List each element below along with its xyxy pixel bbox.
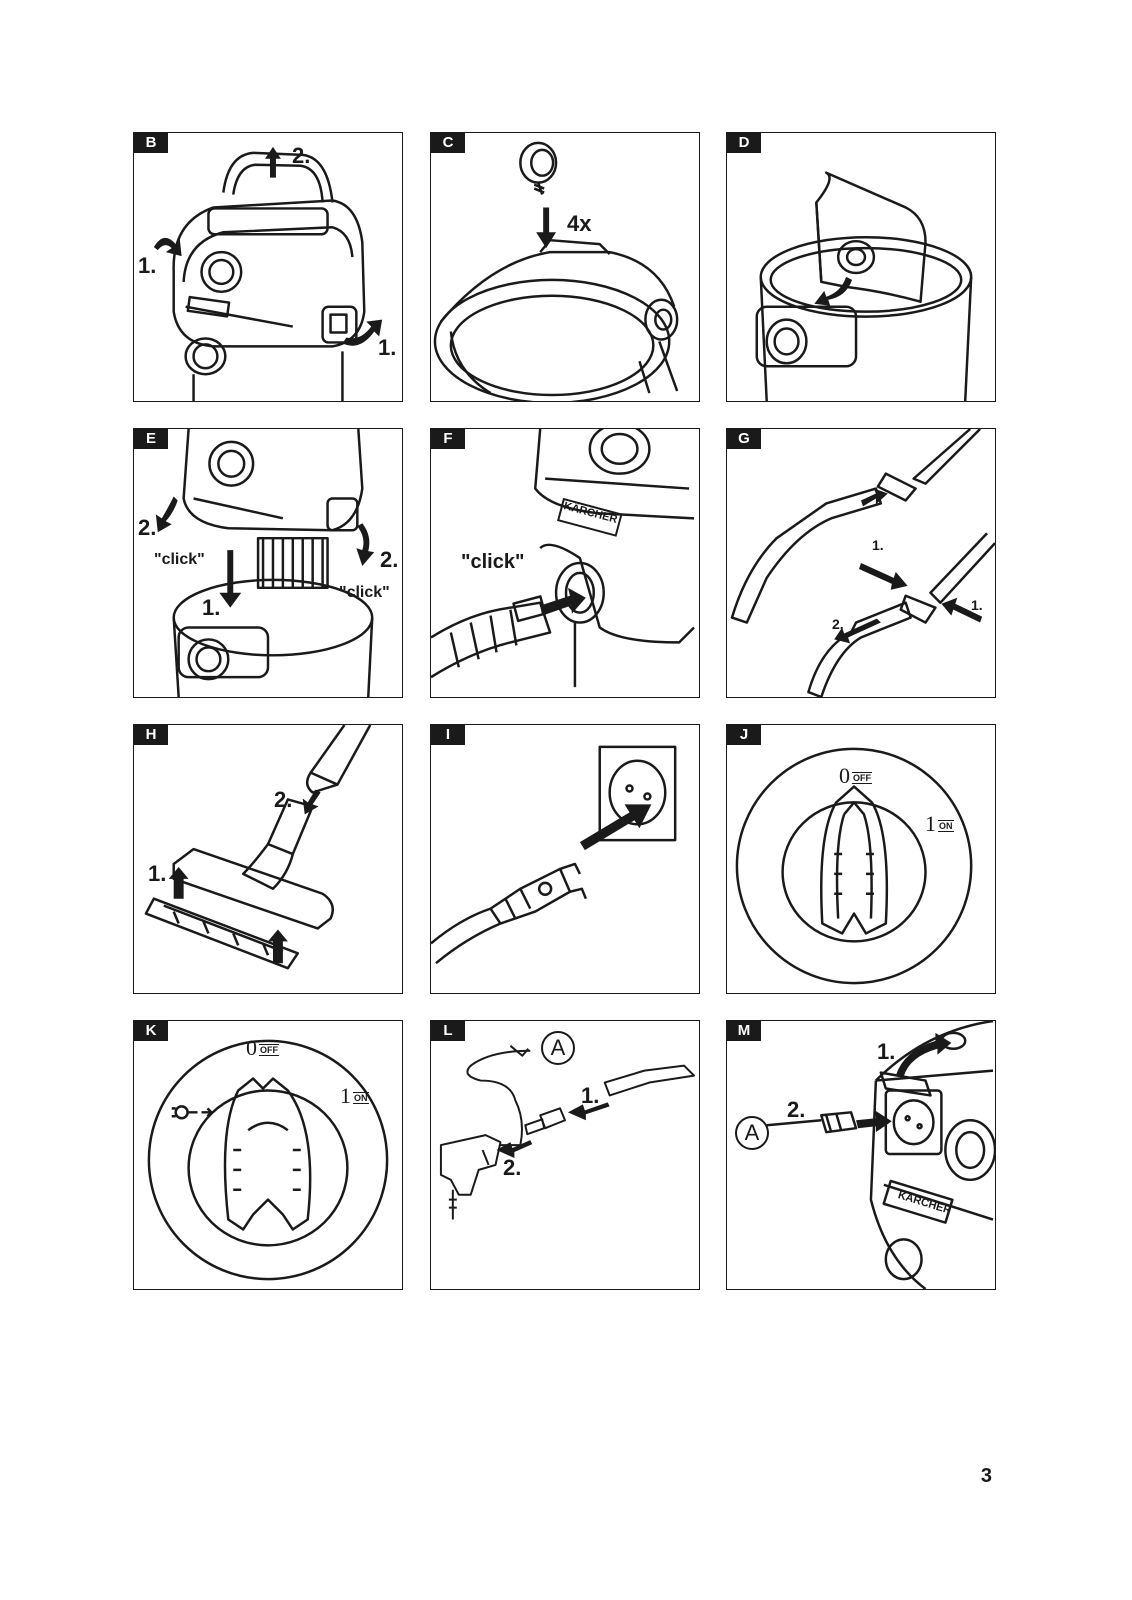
step-1-label: 1.	[581, 1083, 600, 1108]
off-text: OFF	[852, 771, 872, 784]
panel-i-tag: I	[431, 725, 465, 745]
step-1-label: 1.	[148, 861, 167, 886]
vacuum-lid-illustration	[153, 146, 383, 401]
cartridge-filter-illustration	[155, 429, 375, 697]
panel-e-tag: E	[134, 429, 168, 449]
step-2-label: 2.	[832, 616, 844, 632]
panel-f: F KÄRCHER "click"	[430, 428, 700, 698]
off-number: 0	[246, 1035, 257, 1060]
count-label: 4x	[567, 211, 592, 236]
on-text: ON	[353, 1091, 369, 1104]
step-2-label: 2.	[292, 143, 311, 168]
on-number: 1	[925, 811, 936, 836]
hose-connect-illustration	[431, 429, 695, 688]
panel-m-tag: M	[727, 1021, 761, 1041]
step-1-label: 1.	[877, 1039, 896, 1064]
power-switch-dial-socket-illustration	[147, 1039, 389, 1281]
step-2-label: 2.	[380, 547, 399, 572]
step-1-label: 1.	[378, 335, 397, 360]
off-number: 0	[839, 763, 850, 788]
panel-j-tag: J	[727, 725, 761, 745]
step-2-label: 2.	[787, 1097, 806, 1122]
device-socket-illustration	[766, 1021, 995, 1289]
step-2-label: 2.	[274, 787, 293, 812]
panel-b: B 2. 1. 1.	[133, 132, 403, 402]
on-text: ON	[938, 819, 954, 832]
panel-g: G 1. 1. 2.	[726, 428, 996, 698]
on-number: 1	[340, 1083, 351, 1108]
step-2-label: 2.	[138, 515, 157, 540]
click-sound-label: "click"	[339, 584, 390, 601]
power-tool-adapter-illustration	[439, 1045, 696, 1220]
panel-l-tag: L	[431, 1021, 465, 1041]
panel-h: H 2. 1.	[133, 724, 403, 994]
panel-g-tag: G	[727, 429, 761, 449]
power-plug-illustration	[431, 745, 677, 965]
panel-d-tag: D	[727, 133, 761, 153]
panel-e: E 2. 2. 1. "click" "click"	[133, 428, 403, 698]
panel-b-tag: B	[134, 133, 168, 153]
hose-handle-illustration	[730, 429, 995, 697]
floor-nozzle-illustration	[144, 725, 372, 970]
step-1-label: 1.	[138, 253, 157, 278]
panel-k-tag: K	[134, 1021, 168, 1041]
click-sound-label: "click"	[461, 551, 525, 573]
off-text: OFF	[259, 1043, 279, 1056]
click-sound-label: "click"	[154, 551, 205, 568]
marker-a: A	[541, 1031, 575, 1065]
step-2-label: 2.	[503, 1155, 522, 1180]
page-number: 3	[980, 1465, 992, 1487]
caster-wheel-illustration	[433, 141, 679, 401]
panel-c: C 4x	[430, 132, 700, 402]
panel-f-tag: F	[431, 429, 465, 449]
panel-i: I	[430, 724, 700, 994]
marker-a: A	[735, 1116, 769, 1150]
step-1-label: 1.	[971, 597, 983, 613]
panel-d: D	[726, 132, 996, 402]
panel-h-tag: H	[134, 725, 168, 745]
step-1-label: 1.	[872, 537, 884, 553]
step-1-label: 1.	[202, 595, 221, 620]
filter-bag-illustration	[755, 171, 973, 401]
power-switch-dial-illustration	[735, 747, 973, 985]
panel-m: M A 1. 2. KÄRCHER	[726, 1020, 996, 1290]
panel-l: L A 1. 2.	[430, 1020, 700, 1290]
panel-c-tag: C	[431, 133, 465, 153]
